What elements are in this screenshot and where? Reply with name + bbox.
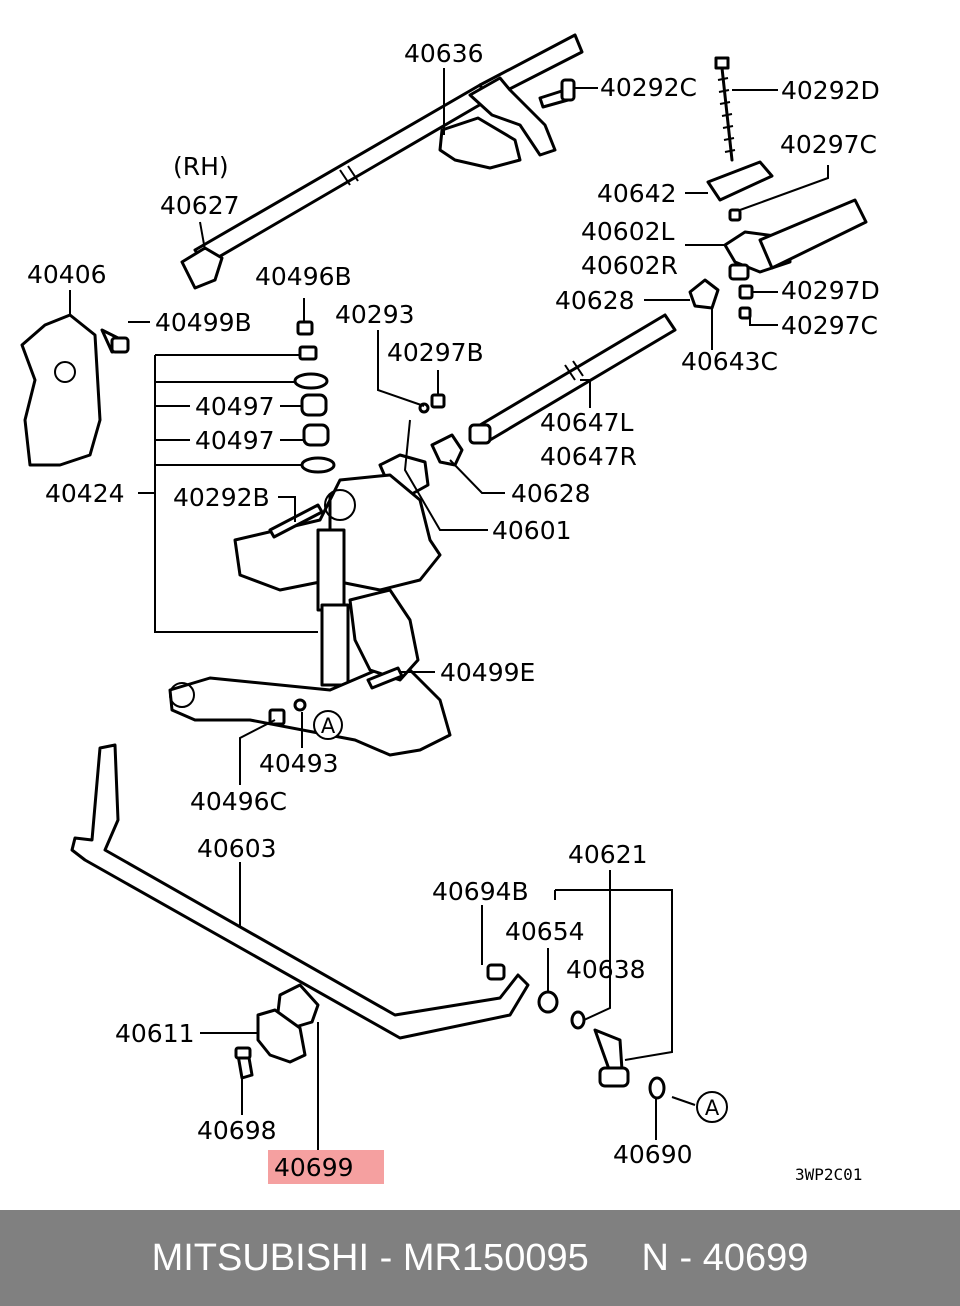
label-40611: 40611 — [115, 1019, 195, 1048]
diagram-code: 3WP2C01 — [795, 1165, 862, 1184]
label-40603: 40603 — [197, 834, 277, 863]
nut-40694b — [486, 963, 506, 981]
label-40292b: 40292B — [173, 483, 270, 512]
label-40424: 40424 — [45, 479, 125, 508]
pad-40642 — [706, 160, 774, 202]
bushing-40497-a — [300, 393, 328, 417]
label-40293: 40293 — [335, 300, 415, 329]
parts-diagram: 40636 40292C 40292D (RH) 40627 40297C 40… — [20, 33, 880, 1184]
nut-40297c-b — [738, 306, 752, 320]
footer-part-info: MITSUBISHI - MR150095 N - 40699 — [151, 1236, 809, 1279]
nut-40297c — [728, 208, 742, 222]
label-40643c: 40643C — [681, 347, 778, 376]
label-40694b: 40694B — [432, 877, 529, 906]
bracket-40602 — [723, 198, 868, 281]
bolt-40499b — [100, 328, 130, 354]
part-labels: 40636 40292C 40292D (RH) 40627 40297C 40… — [27, 39, 880, 1184]
label-40647r: 40647R — [540, 442, 637, 471]
label-40496b: 40496B — [255, 262, 352, 291]
boot-40628-lower — [430, 433, 464, 467]
label-40627: 40627 — [160, 191, 240, 220]
label-40496c: 40496C — [190, 787, 287, 816]
clamp-40611 — [256, 1008, 307, 1064]
label-40628-upper: 40628 — [555, 286, 635, 315]
label-40636: 40636 — [404, 39, 484, 68]
ref-a-label-1: A — [321, 714, 336, 738]
label-40493: 40493 — [259, 749, 339, 778]
bracket-40406 — [20, 313, 102, 467]
label-40638: 40638 — [566, 955, 646, 984]
label-40297b: 40297B — [387, 338, 484, 367]
label-40699: 40699 — [274, 1153, 354, 1182]
label-40292d: 40292D — [781, 76, 880, 105]
label-40628-lower: 40628 — [511, 479, 591, 508]
label-40292c: 40292C — [600, 73, 697, 102]
highlight-40699 — [268, 1150, 384, 1184]
label-40642: 40642 — [597, 179, 677, 208]
upper-arm-eye — [324, 489, 356, 521]
washer-40638 — [570, 1010, 586, 1030]
bolt-40292c — [538, 78, 576, 109]
bolt-40698 — [234, 1046, 254, 1080]
link-40621 — [593, 1028, 630, 1088]
washer-top — [293, 372, 329, 390]
ref-a-label-2: A — [705, 1096, 720, 1120]
shock-absorber — [316, 493, 350, 687]
knuckle — [348, 588, 420, 682]
bolt-40499e — [366, 666, 404, 690]
bushing-40654 — [537, 990, 559, 1014]
label-40647l: 40647L — [540, 408, 634, 437]
ref-marker-a-2: A — [696, 1091, 728, 1123]
label-40499e: 40499E — [440, 658, 535, 687]
torsion-bar-lower — [468, 313, 677, 445]
label-40602l: 40602L — [581, 217, 675, 246]
nut-top — [298, 345, 318, 361]
label-40654: 40654 — [505, 917, 585, 946]
bolt-40292d — [714, 56, 736, 162]
label-40497-b: 40497 — [195, 426, 275, 455]
ref-marker-a-1: A — [313, 710, 343, 740]
label-40297d: 40297D — [781, 276, 880, 305]
nut-40496b — [296, 320, 314, 336]
lower-arm — [168, 658, 452, 757]
label-40499b: 40499B — [155, 308, 252, 337]
label-40297c-top: 40297C — [780, 130, 877, 159]
washer-40493 — [293, 698, 307, 712]
label-40690: 40690 — [613, 1140, 693, 1169]
label-40601: 40601 — [492, 516, 572, 545]
nut-40297b — [430, 393, 446, 409]
label-rh: (RH) — [173, 152, 229, 181]
leader-lines — [69, 68, 829, 1150]
nut-40297d — [738, 284, 754, 300]
washer-bottom — [300, 456, 336, 474]
label-40621: 40621 — [568, 840, 648, 869]
lower-arm-eye — [169, 682, 195, 708]
boot-40628-upper — [688, 278, 720, 310]
bracket-hole — [54, 361, 76, 383]
label-40297c-mid: 40297C — [781, 311, 878, 340]
label-40406: 40406 — [27, 260, 107, 289]
bushing-40497-b — [302, 423, 330, 447]
washer-40690 — [648, 1076, 666, 1100]
label-40698: 40698 — [197, 1116, 277, 1145]
torsion-bar-upper — [180, 33, 584, 290]
label-40497-a: 40497 — [195, 392, 275, 421]
footer-bar: MITSUBISHI - MR150095 N - 40699 — [0, 1210, 960, 1306]
stabilizer-bar — [70, 743, 530, 1040]
label-40602r: 40602R — [581, 251, 678, 280]
